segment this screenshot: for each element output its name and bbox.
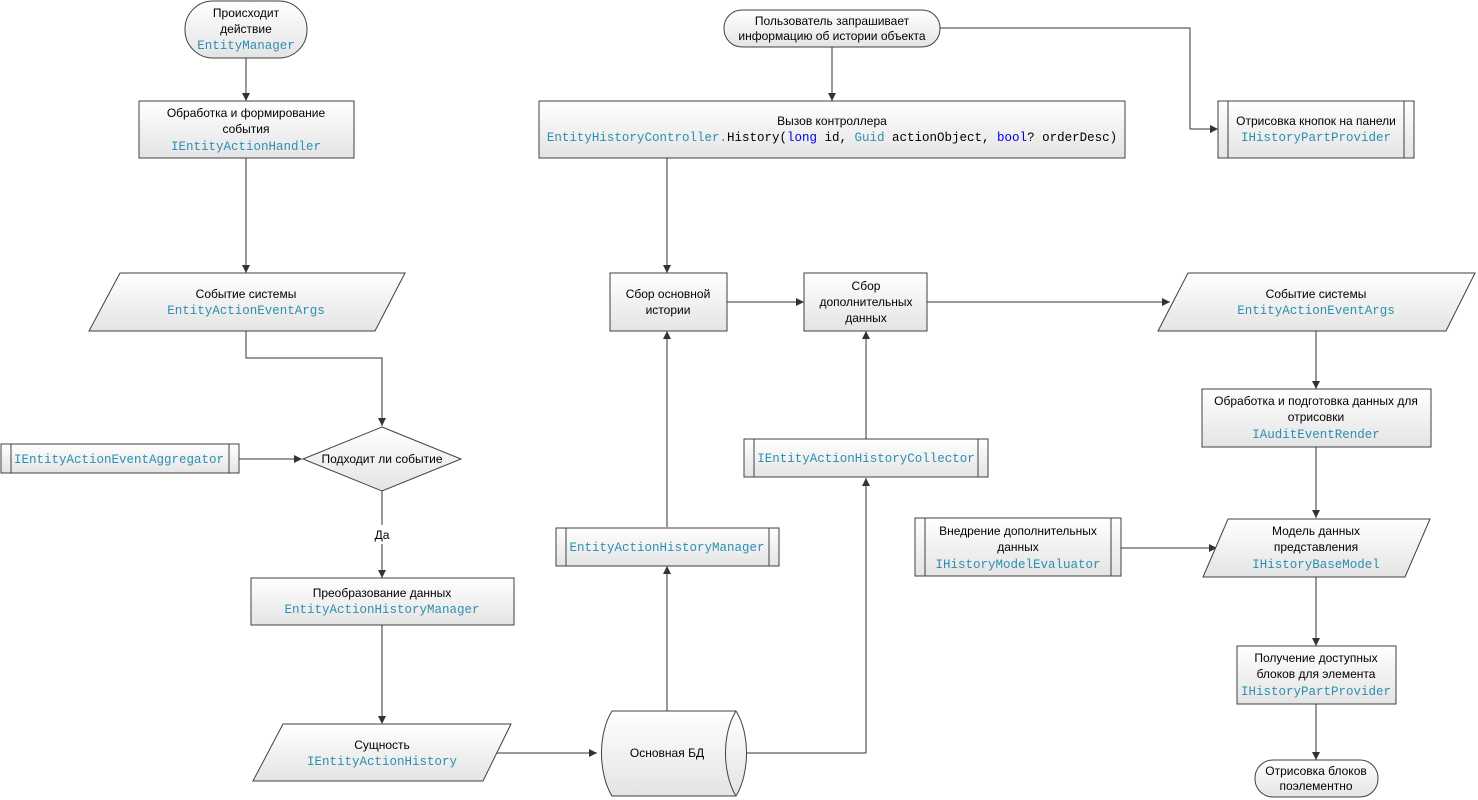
audit-render-line1: Обработка и подготовка данных для	[1214, 394, 1418, 408]
aggregator-subprocess-shape	[0, 443, 240, 474]
event-left-type: EntityActionEventArgs	[167, 304, 325, 318]
base-model-parallelogram-shape	[1202, 518, 1431, 578]
part-provider-line2: блоков для элемента	[1257, 667, 1376, 681]
aggregator-type: IEntityActionEventAggregator	[14, 453, 224, 467]
collect-main-line2: истории	[646, 303, 691, 317]
evaluator-line2: данных	[997, 540, 1039, 554]
evaluator-type: IHistoryModelEvaluator	[935, 558, 1100, 572]
arrow-database-to-collector	[740, 478, 870, 754]
collector-subprocess-shape	[743, 438, 989, 478]
manager-bars	[565, 528, 770, 566]
controller-type-guid: Guid	[855, 131, 885, 145]
labels: Происходит действие EntityManager Обрабо…	[14, 6, 1418, 793]
start-terminator-shape	[184, 0, 308, 59]
controller-line1: Вызов контроллера	[777, 114, 887, 128]
evaluator-subprocess-shape	[914, 517, 1122, 577]
controller-param-action-object: actionObject,	[885, 131, 998, 145]
aggregator-bars	[10, 444, 230, 473]
decision-yes-label: Да	[375, 528, 390, 542]
shape-details	[10, 101, 1405, 797]
transform-line1: Преобразование данных	[313, 586, 452, 600]
transform-process-shape	[250, 577, 515, 626]
event-right-parallelogram-shape	[1157, 272, 1476, 332]
collect-extra-line2: дополнительных	[819, 295, 912, 309]
panel-buttons-type: IHistoryPartProvider	[1241, 131, 1391, 145]
collect-extra-process-shape	[803, 272, 928, 332]
controller-method: History(	[727, 131, 787, 145]
user-request-terminator-shape	[723, 9, 941, 48]
database-rim	[725, 710, 737, 797]
end-line2: поэлементно	[1279, 779, 1352, 793]
arrow-event-to-decision	[245, 331, 386, 426]
panel-buttons-line1: Отрисовка кнопок на панели	[1236, 114, 1396, 128]
manager-sub-type: EntityActionHistoryManager	[569, 541, 764, 555]
base-model-line2: представления	[1274, 540, 1358, 554]
controller-kw-long: long	[787, 131, 817, 145]
handler-line1: Обработка и формирование	[167, 106, 326, 120]
audit-render-line2: отрисовки	[1288, 410, 1344, 424]
end-line1: Отрисовка блоков	[1265, 764, 1367, 778]
event-right-type: EntityActionEventArgs	[1237, 304, 1395, 318]
collect-main-line1: Сбор основной	[626, 287, 711, 301]
part-provider-line1: Получение доступных	[1254, 651, 1377, 665]
start-type: EntityManager	[197, 39, 295, 53]
panel-buttons-subprocess-shape	[1217, 100, 1415, 159]
start-line1: Происходит	[213, 6, 280, 20]
user-request-line2: информацию об истории объекта	[738, 29, 925, 43]
controller-kw-bool: bool	[997, 131, 1027, 145]
entity-type: IEntityActionHistory	[307, 755, 458, 769]
user-request-line1: Пользователь запрашивает	[755, 14, 910, 28]
controller-class: EntityHistoryController.	[547, 131, 727, 145]
part-provider-type: IHistoryPartProvider	[1241, 685, 1391, 699]
decision-shape	[301, 426, 463, 492]
handler-type: IEntityActionHandler	[171, 140, 321, 154]
connectors	[239, 27, 1320, 760]
collector-bars	[753, 439, 979, 477]
start-line2: действие	[220, 22, 272, 36]
manager-subprocess-shape	[555, 527, 780, 567]
event-left-parallelogram-shape	[88, 272, 406, 332]
event-left-line1: Событие системы	[196, 287, 297, 301]
decision-label: Подходит ли событие	[321, 452, 442, 466]
evaluator-bars	[924, 518, 1112, 576]
audit-render-process-shape	[1201, 388, 1432, 448]
evaluator-line1: Внедрение дополнительных	[939, 524, 1097, 538]
controller-param-id: id,	[817, 131, 855, 145]
controller-signature: EntityHistoryController.History(long id,…	[547, 131, 1117, 145]
audit-render-type: IAuditEventRender	[1252, 428, 1380, 442]
collect-extra-line3: данных	[845, 311, 887, 325]
collect-extra-line1: Сбор	[852, 279, 881, 293]
controller-param-order-desc: ? orderDesc)	[1027, 131, 1117, 145]
entity-line1: Сущность	[354, 738, 410, 752]
panel-buttons-bars	[1227, 101, 1405, 158]
part-provider-process-shape	[1236, 645, 1397, 705]
database-label: Основная БД	[630, 746, 704, 760]
collect-main-process-shape	[609, 272, 728, 332]
controller-process-shape	[538, 100, 1126, 159]
transform-type: EntityActionHistoryManager	[284, 603, 479, 617]
handler-line2: события	[222, 122, 269, 136]
end-terminator-shape	[1254, 759, 1379, 798]
entity-parallelogram-shape	[252, 723, 512, 782]
arrow-request-to-panel-buttons	[940, 27, 1218, 133]
base-model-line1: Модель данных	[1272, 524, 1360, 538]
base-model-type: IHistoryBaseModel	[1252, 558, 1380, 572]
event-right-line1: Событие системы	[1266, 287, 1367, 301]
collector-sub-type: IEntityActionHistoryCollector	[757, 452, 975, 466]
handler-process-shape	[138, 100, 355, 159]
